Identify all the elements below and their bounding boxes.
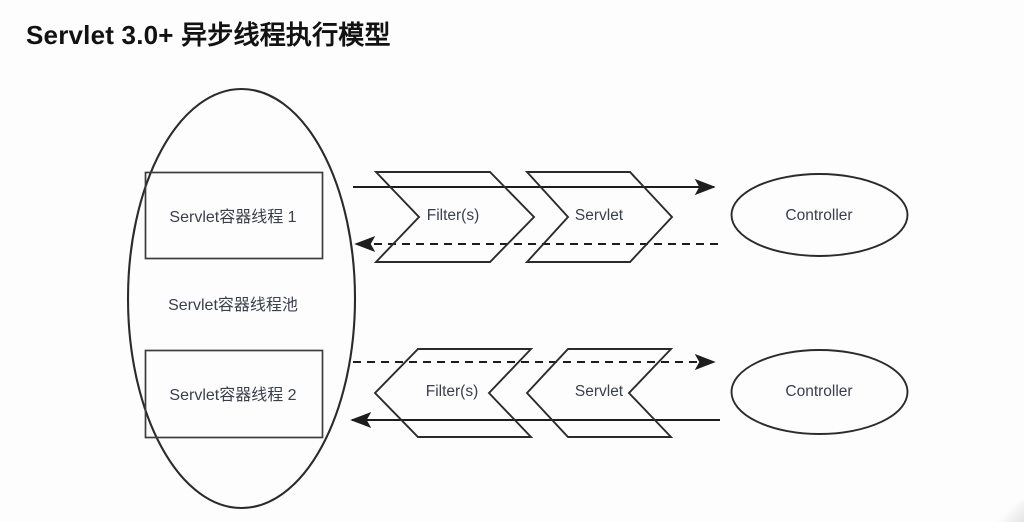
thread-box-1 <box>144 171 324 260</box>
thread-box-2 <box>144 349 324 439</box>
top-controller-label: Controller <box>785 207 853 224</box>
bottom-filters-chevron <box>373 348 534 438</box>
top-controller-ellipse <box>730 173 909 257</box>
thread-box-1-label: Servlet容器线程 1 <box>169 209 297 226</box>
top-filters-label: Filter(s) <box>426 207 480 224</box>
top-servlet-label: Servlet <box>574 207 624 224</box>
thread-pool-ellipse <box>126 87 357 510</box>
bottom-controller-label: Controller <box>785 383 853 400</box>
bottom-servlet-chevron <box>525 348 674 438</box>
thread-box-2-label: Servlet容器线程 2 <box>169 387 297 404</box>
top-filters-chevron <box>373 171 536 263</box>
bottom-servlet-label: Servlet <box>574 383 624 400</box>
bottom-controller-ellipse <box>730 349 909 435</box>
bottom-filters-label: Filter(s) <box>425 383 479 400</box>
top-servlet-chevron <box>524 171 674 263</box>
thread-pool-label: Servlet容器线程池 <box>168 297 298 314</box>
page-title: Servlet 3.0+ 异步线程执行模型 <box>26 20 391 50</box>
